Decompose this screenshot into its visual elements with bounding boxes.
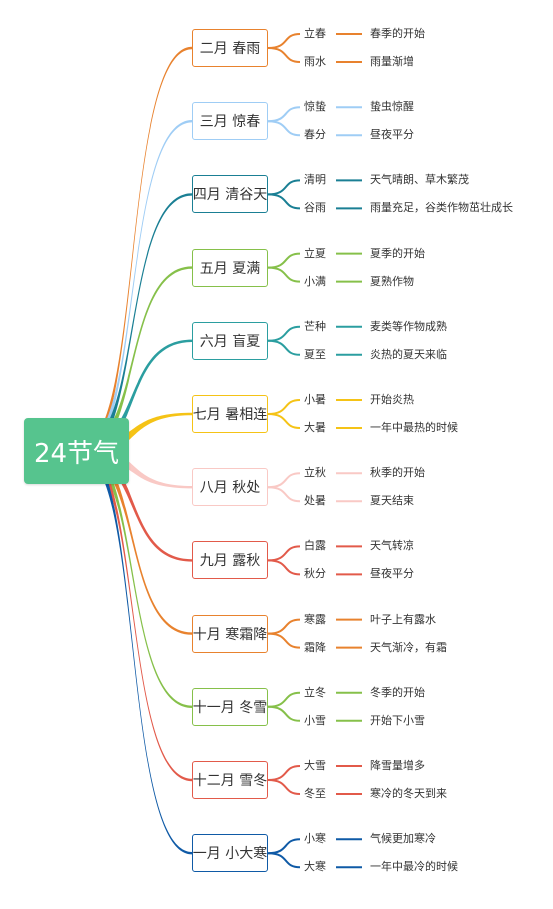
term-connector [267, 179, 301, 196]
term-connector [267, 779, 301, 795]
month-node[interactable]: 五月 夏满 [192, 248, 268, 287]
branch-11 [82, 445, 192, 855]
term-label[interactable]: 立春 [304, 27, 326, 40]
month-node[interactable]: 六月 盲夏 [192, 321, 268, 360]
term-connector [267, 765, 301, 781]
month-node[interactable]: 十一月 冬雪 [192, 687, 268, 726]
term-description[interactable]: 雨量充足，谷类作物茁壮成长 [370, 201, 513, 215]
month-node[interactable]: 一月 小大寒 [192, 834, 268, 873]
term-label[interactable]: 小雪 [304, 713, 326, 727]
term-label[interactable]: 雨水 [304, 55, 326, 68]
month-node[interactable]: 九月 露秋 [192, 541, 268, 580]
term-connector [267, 120, 301, 137]
term-label[interactable]: 冬至 [304, 787, 326, 800]
term-connector [267, 193, 301, 210]
term-description[interactable]: 气候更加寒冷 [370, 832, 436, 846]
term-label[interactable]: 夏至 [304, 347, 326, 361]
term-label[interactable]: 处暑 [304, 494, 326, 508]
term-description[interactable]: 炎热的夏天来临 [370, 347, 447, 361]
term-description[interactable]: 寒冷的冬天到来 [370, 787, 447, 800]
term-label[interactable]: 立秋 [304, 466, 326, 480]
term-connector [267, 618, 301, 635]
term-description[interactable]: 一年中最冷的时候 [370, 860, 458, 874]
branch-1 [82, 120, 192, 457]
term-description[interactable]: 秋季的开始 [370, 466, 425, 480]
branch-0 [82, 46, 192, 458]
term-connector [267, 399, 301, 415]
month-node[interactable]: 十月 寒霜降 [192, 614, 268, 653]
term-description[interactable]: 雨量渐增 [370, 55, 414, 68]
term-description[interactable]: 开始下小雪 [370, 713, 425, 727]
term-label[interactable]: 寒露 [304, 612, 326, 626]
month-node[interactable]: 七月 暑相连 [192, 395, 268, 433]
term-connector [267, 486, 301, 503]
term-connector [267, 47, 301, 63]
term-label[interactable]: 大雪 [304, 759, 326, 772]
term-description[interactable]: 蛰虫惊醒 [370, 100, 414, 114]
branch-9 [82, 445, 192, 708]
term-label[interactable]: 霜降 [304, 640, 326, 654]
term-label[interactable]: 小满 [304, 274, 326, 288]
term-description[interactable]: 夏熟作物 [370, 274, 414, 288]
term-connector [267, 691, 301, 708]
term-description[interactable]: 天气渐冷，有霜 [370, 640, 447, 654]
term-description[interactable]: 一年中最热的时候 [370, 421, 458, 434]
term-description[interactable]: 天气转凉 [370, 539, 414, 553]
term-description[interactable]: 冬季的开始 [370, 685, 425, 699]
term-label[interactable]: 芒种 [304, 319, 326, 333]
term-connector [267, 252, 301, 269]
term-description[interactable]: 昼夜平分 [370, 567, 414, 581]
term-description[interactable]: 天气晴朗、草木繁茂 [370, 173, 469, 187]
term-connector [267, 266, 301, 283]
term-connector [267, 545, 301, 562]
term-connector [267, 632, 301, 649]
month-node[interactable]: 二月 春雨 [192, 29, 268, 67]
month-node[interactable]: 十二月 雪冬 [192, 761, 268, 799]
month-node[interactable]: 三月 惊春 [192, 102, 268, 141]
term-description[interactable]: 降雪量增多 [370, 759, 425, 772]
month-node[interactable]: 八月 秋处 [192, 468, 268, 507]
term-label[interactable]: 小寒 [304, 832, 326, 846]
term-label[interactable]: 谷雨 [304, 201, 326, 215]
branch-10 [82, 445, 192, 782]
term-description[interactable]: 昼夜平分 [370, 128, 414, 142]
term-connector [267, 559, 301, 576]
term-connector [267, 705, 301, 722]
term-description[interactable]: 春季的开始 [370, 27, 425, 40]
term-label[interactable]: 小暑 [304, 393, 326, 406]
term-label[interactable]: 春分 [304, 128, 326, 142]
term-connector [267, 413, 301, 429]
root-node[interactable]: 24节气 [24, 418, 129, 484]
term-connector [267, 106, 301, 123]
term-description[interactable]: 夏季的开始 [370, 246, 425, 260]
term-description[interactable]: 开始炎热 [370, 393, 414, 406]
term-label[interactable]: 惊蛰 [304, 100, 326, 114]
term-label[interactable]: 立夏 [304, 246, 326, 260]
term-description[interactable]: 夏天结束 [370, 494, 414, 508]
term-description[interactable]: 叶子上有露水 [370, 612, 436, 626]
month-node[interactable]: 四月 清谷天 [192, 175, 268, 214]
term-description[interactable]: 麦类等作物成熟 [370, 319, 447, 333]
term-label[interactable]: 秋分 [304, 567, 326, 581]
term-connector [267, 852, 301, 869]
term-label[interactable]: 大暑 [304, 421, 326, 434]
term-label[interactable]: 清明 [304, 173, 326, 187]
term-connector [267, 472, 301, 489]
term-connector [267, 33, 301, 49]
term-label[interactable]: 白露 [304, 539, 326, 553]
term-connector [267, 339, 301, 356]
term-connector [267, 838, 301, 855]
term-connector [267, 325, 301, 342]
term-label[interactable]: 大寒 [304, 860, 326, 874]
term-label[interactable]: 立冬 [304, 685, 326, 699]
